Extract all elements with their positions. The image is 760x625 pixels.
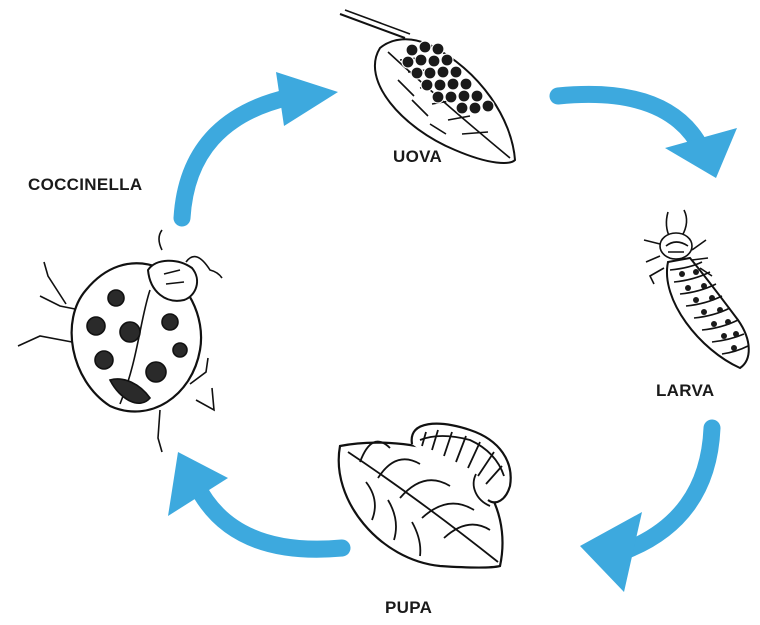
stage-label-pupa: PUPA [385,598,432,618]
stage-label-larva: LARVA [656,381,715,401]
arrow-larva-to-pupa [580,428,712,592]
stage-label-eggs: UOVA [393,147,442,167]
stage-label-adult: COCCINELLA [28,175,142,195]
arrow-pupa-to-adult [168,452,342,549]
ladybug-icon [18,230,222,452]
arrow-adult-to-eggs [182,72,338,218]
arrow-eggs-to-larva [558,94,737,178]
eggs-on-leaf-icon [340,10,515,163]
pupa-on-leaf-icon [339,424,511,568]
ladybug-larva-icon [644,210,749,368]
